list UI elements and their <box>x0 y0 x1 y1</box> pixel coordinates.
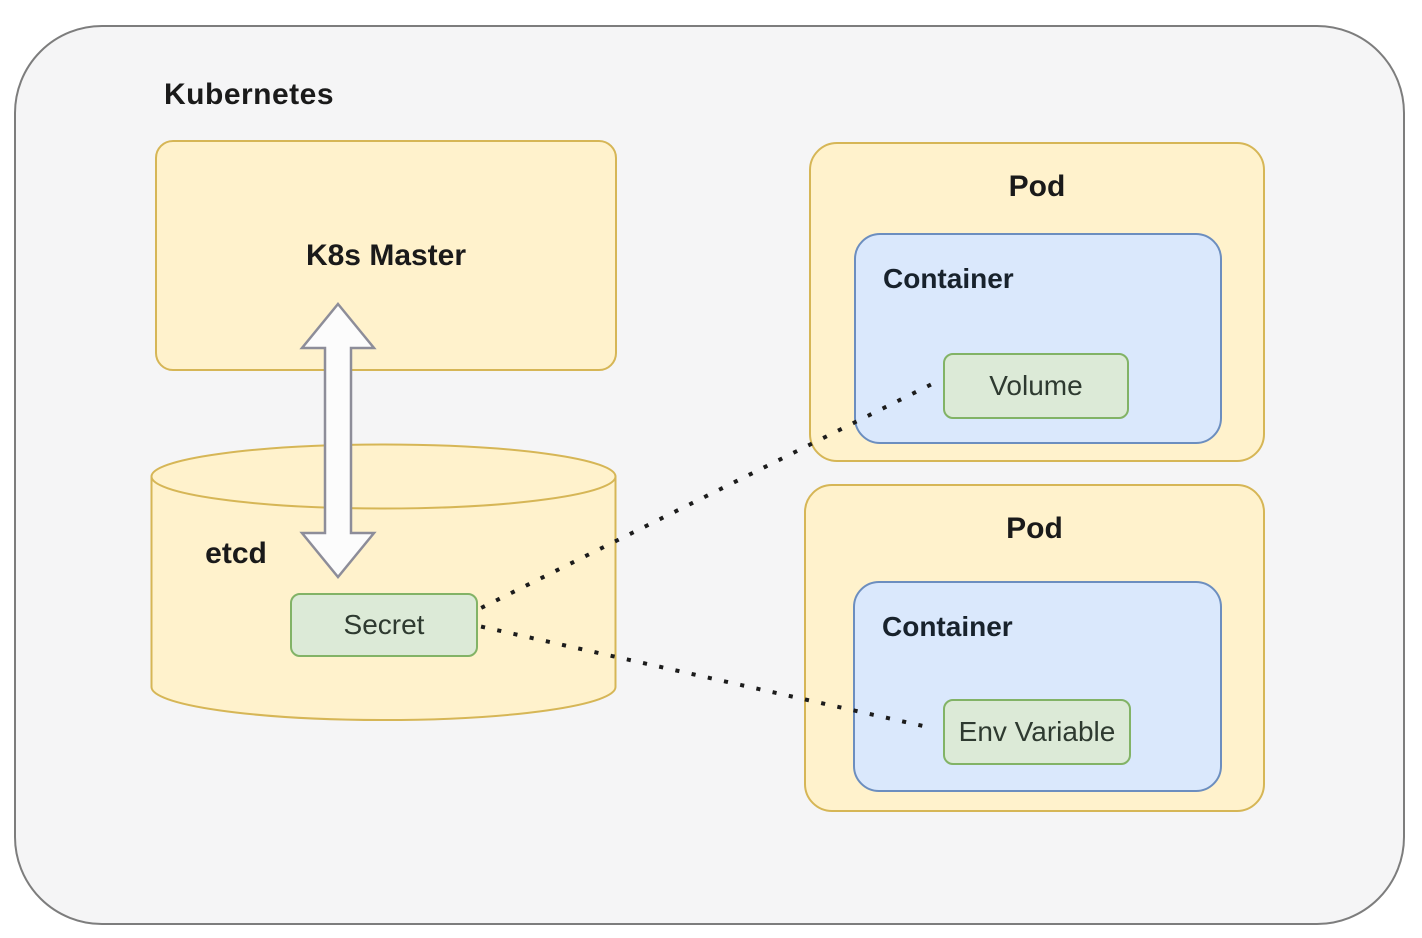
pod-1-container-label: Container <box>883 263 1014 294</box>
pod-2-container: Container Env Variable <box>853 581 1222 792</box>
pod-2-container-label: Container <box>882 611 1013 642</box>
etcd-cylinder <box>150 443 617 722</box>
pod-1-label: Pod <box>1008 170 1066 203</box>
secret-box: Secret <box>290 593 478 657</box>
env-variable-label: Env Variable <box>958 716 1116 747</box>
kubernetes-label: Kubernetes <box>164 78 335 111</box>
pod-1-container: Container Volume <box>854 233 1222 444</box>
pod-2: Pod Container Env Variable <box>804 484 1265 812</box>
pod-2-label: Pod <box>1006 512 1063 545</box>
volume-box: Volume <box>943 353 1129 419</box>
volume-label: Volume <box>989 370 1083 401</box>
secret-label: Secret <box>343 609 425 640</box>
k8s-master-label: K8s Master <box>305 238 467 272</box>
pod-1: Pod Container Volume <box>809 142 1265 462</box>
etcd-label: etcd <box>205 537 267 570</box>
env-variable-box: Env Variable <box>943 699 1131 765</box>
k8s-master-node: K8s Master <box>155 140 617 371</box>
cylinder-shape <box>150 443 617 721</box>
